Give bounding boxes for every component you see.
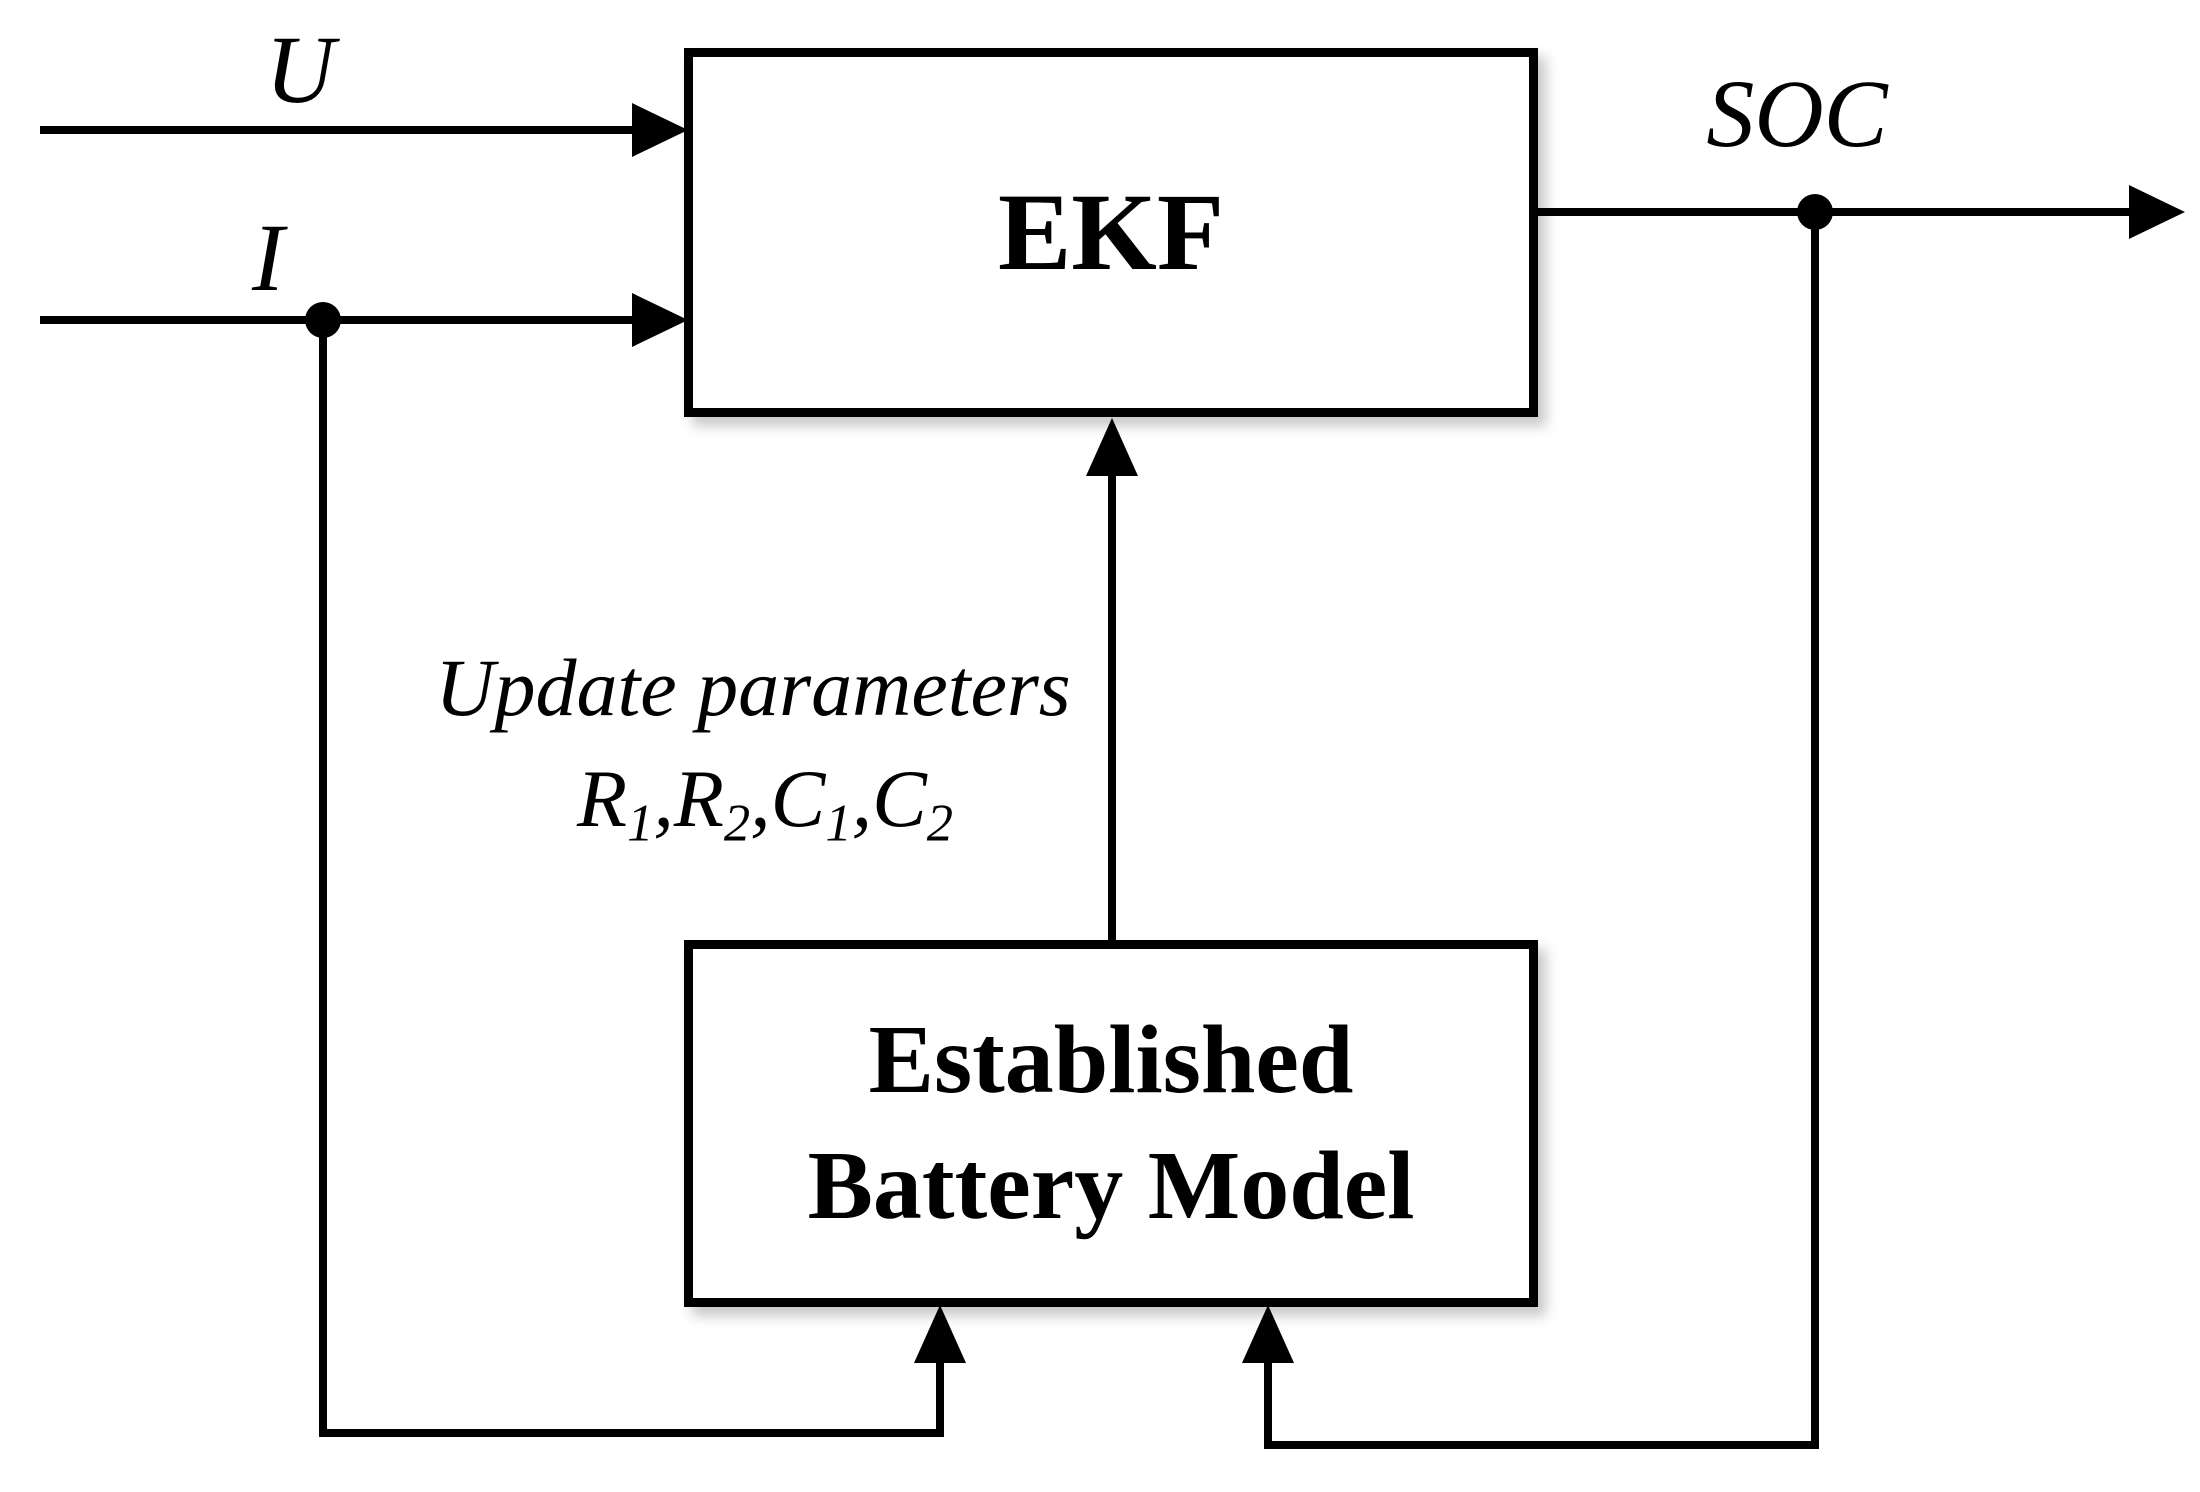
ekf-block: EKF [684, 48, 1538, 417]
i-arrowhead-icon [632, 293, 688, 347]
soc-feedback-bottom-line [1264, 1441, 1819, 1449]
i-feedback-arrowhead-icon [914, 1305, 966, 1363]
param-base: R [576, 753, 628, 844]
i-input-label: I [252, 204, 284, 311]
soc-output-line [1538, 208, 2136, 216]
update-parameters-label: Update parameters [435, 642, 1071, 733]
i-feedback-rise-line [936, 1316, 944, 1437]
battery-model-label-line1: Established [868, 1006, 1354, 1115]
update-params-line: R1,R2,C1,C2 [577, 758, 953, 850]
battery-model-label-line2: Battery Model [807, 1131, 1415, 1240]
soc-feedback-rise-line [1264, 1316, 1272, 1449]
soc-feedback-vertical-line [1811, 212, 1819, 1449]
u-input-label: U [265, 16, 335, 123]
param-base: ,C [851, 753, 927, 844]
param-base: ,R [653, 753, 724, 844]
update-parameters-arrow-line [1108, 462, 1116, 945]
battery-model-block: Established Battery Model [684, 940, 1538, 1307]
i-feedback-bottom-line [319, 1429, 944, 1437]
u-input-line [40, 126, 640, 134]
update-parameters-arrowhead-icon [1086, 418, 1138, 476]
soc-output-label: SOC [1706, 60, 1888, 167]
i-feedback-vertical-line [319, 320, 327, 1437]
param-subscript: 2 [723, 794, 751, 853]
param-subscript: 1 [825, 794, 852, 853]
param-base: ,C [750, 753, 826, 844]
soc-arrowhead-icon [2129, 185, 2185, 239]
u-arrowhead-icon [632, 103, 688, 157]
param-subscript: 2 [926, 794, 954, 853]
soc-feedback-arrowhead-icon [1242, 1305, 1294, 1363]
ekf-block-label: EKF [997, 171, 1225, 294]
param-subscript: 1 [627, 794, 654, 853]
